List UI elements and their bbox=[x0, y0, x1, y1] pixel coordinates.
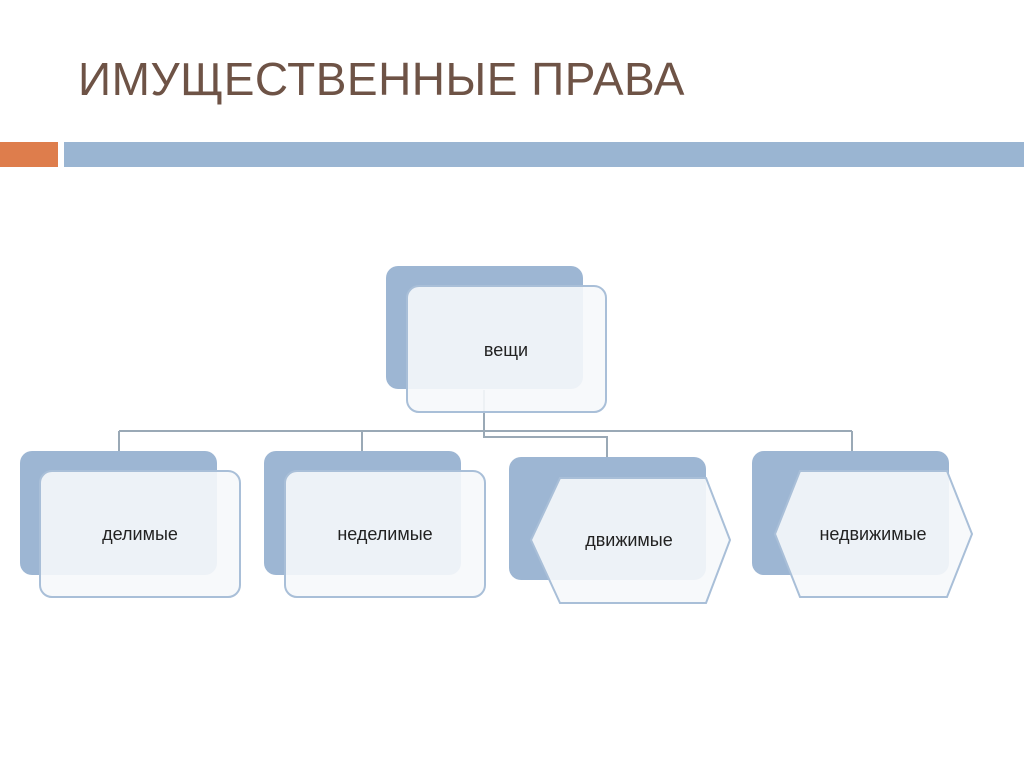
child-node-1-box bbox=[39, 470, 241, 598]
root-node-vesch: вещи bbox=[386, 266, 607, 413]
connector-lines bbox=[118, 390, 853, 457]
connector-child-3 bbox=[483, 431, 608, 457]
title-accent-bar bbox=[0, 142, 58, 167]
root-node-label: вещи bbox=[484, 340, 528, 360]
title-rule-bar bbox=[64, 142, 1024, 167]
child-node-4-label: недвижимые bbox=[819, 524, 926, 544]
child-node-3-hexagon bbox=[529, 477, 732, 604]
child-node-4-hexagon bbox=[773, 470, 974, 598]
slide-title: ИМУЩЕСТВЕННЫЕ ПРАВА bbox=[78, 53, 685, 105]
child-node-2-box bbox=[284, 470, 486, 598]
child-node-2-label: неделимые bbox=[337, 524, 432, 544]
child-node-delimye: делимые bbox=[20, 451, 241, 598]
child-node-dvizhimye: движимые bbox=[509, 457, 732, 604]
root-node-box bbox=[406, 285, 607, 413]
child-node-nedelimye: неделимые bbox=[264, 451, 486, 598]
child-node-3-label: движимые bbox=[585, 530, 673, 550]
child-node-1-label: делимые bbox=[102, 524, 178, 544]
child-node-nedvizhimye: недвижимые bbox=[752, 451, 974, 598]
